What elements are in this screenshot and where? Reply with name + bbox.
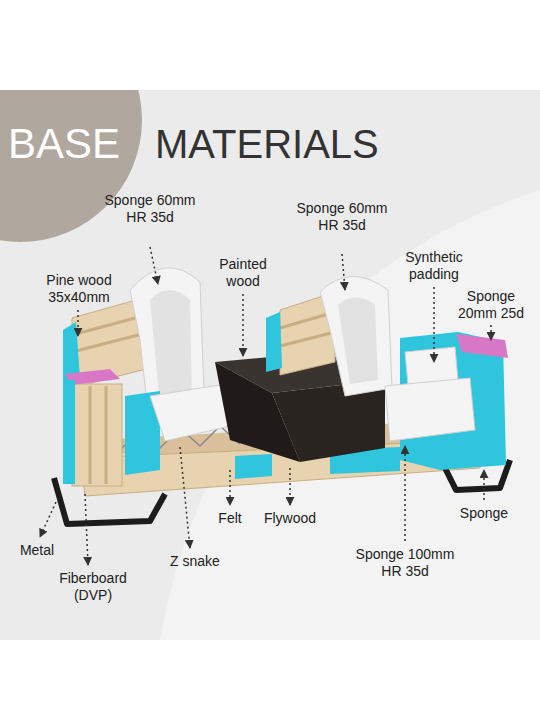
part-label: Felt: [212, 510, 248, 527]
part-label: Sponge 60mm HR 35d: [296, 200, 388, 234]
part-label-text: Sponge 60mm HR 35d: [296, 200, 387, 233]
console-side: [215, 362, 300, 462]
part-label-text: Z snake: [170, 553, 220, 569]
part-label-text: Sponge 20mm 25d: [458, 288, 524, 321]
back-sponge-shade: [150, 290, 192, 405]
back-sponge: [320, 276, 392, 396]
part-label-text: Pine wood 35x40mm: [46, 272, 111, 305]
part-label-text: Sponge 100mm HR 35d: [356, 546, 455, 579]
part-label: Sponge 60mm HR 35d: [104, 192, 196, 226]
leader-lines: [40, 247, 491, 565]
title-circle: BASE: [0, 90, 142, 242]
arm-frame: [72, 384, 122, 486]
part-label: Sponge 100mm HR 35d: [349, 546, 461, 580]
front-sponge: [235, 454, 272, 479]
part-label: Sponge 20mm 25d: [448, 288, 534, 322]
part-label-text: Fiberboard (DVP): [59, 570, 127, 603]
part-label: Flywood: [260, 510, 320, 527]
back-panel: [266, 312, 282, 372]
part-label: Metal: [12, 542, 62, 559]
title-band: BASE: [0, 90, 540, 640]
seat-sponge: [385, 378, 475, 441]
synthetic-padding: [405, 347, 458, 385]
title: MATERIALS: [155, 120, 379, 168]
part-label-text: Metal: [20, 542, 54, 558]
title-word: BASE: [8, 120, 120, 168]
arm-top-sponge: [456, 334, 508, 358]
part-label-text: Painted wood: [219, 256, 266, 289]
part-label: Painted wood: [205, 256, 281, 290]
part-label: Fiberboard (DVP): [50, 570, 136, 604]
part-label: Pine wood 35x40mm: [38, 272, 120, 306]
part-label: Z snake: [160, 553, 230, 570]
part-label-text: Synthetic padding: [405, 249, 463, 282]
part-label-text: Sponge: [460, 505, 508, 521]
part-label-text: Felt: [218, 510, 241, 526]
part-label: Sponge: [454, 505, 514, 522]
part-label-text: Sponge 60mm HR 35d: [104, 192, 195, 225]
part-label-text: Flywood: [264, 510, 316, 526]
back-sponge-shade: [338, 298, 378, 385]
arm-panel: [63, 380, 75, 484]
part-label: Synthetic padding: [392, 249, 476, 283]
